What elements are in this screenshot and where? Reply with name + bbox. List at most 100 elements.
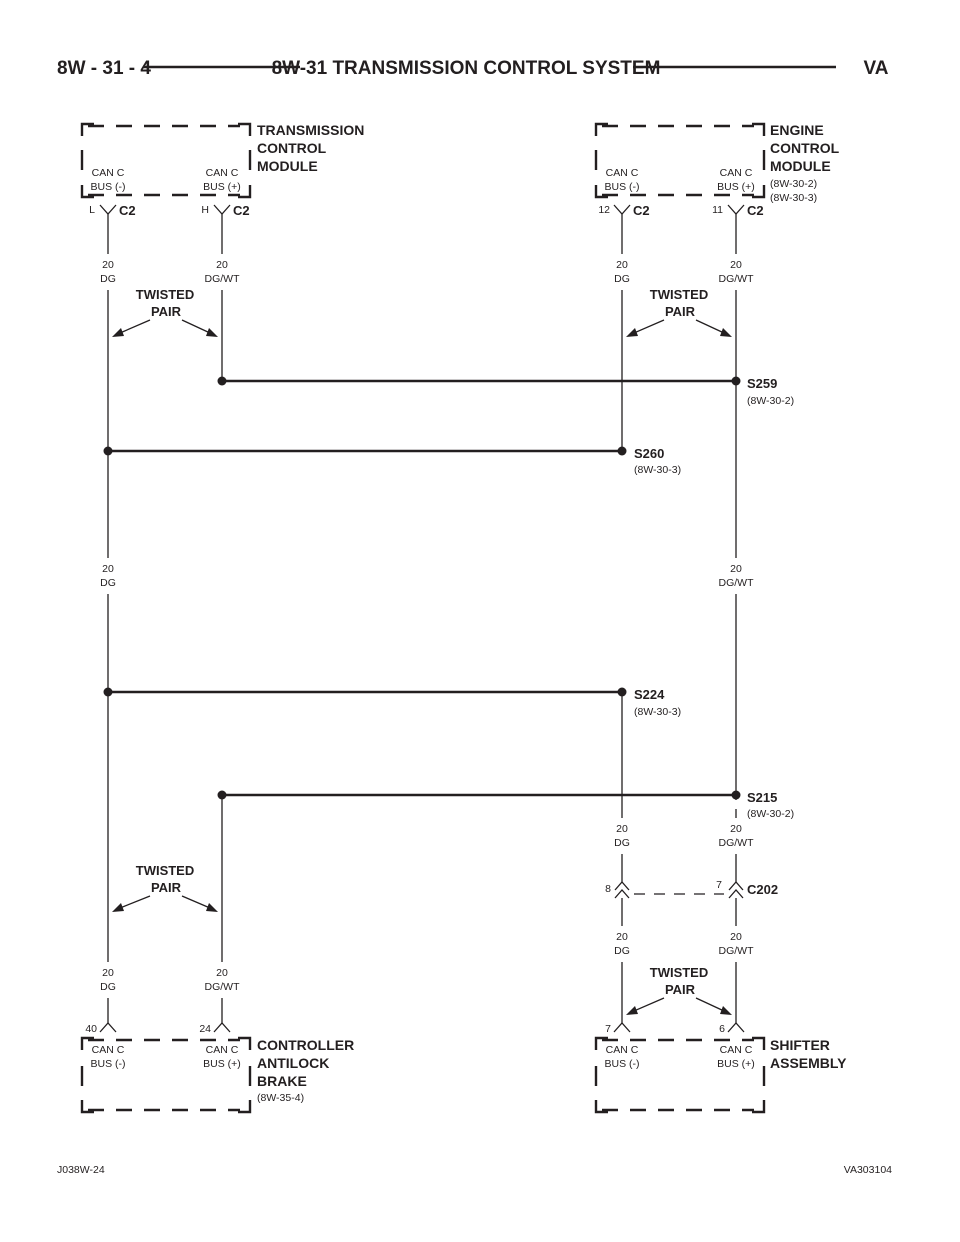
ecm-name-2: CONTROL bbox=[770, 140, 840, 156]
twisted-pair-cab-arrow-left-head bbox=[112, 903, 124, 912]
wire-label-c202-dn-dgwt-color: DG/WT bbox=[719, 945, 755, 957]
ecm-pin-neg-label-2: BUS (-) bbox=[605, 181, 640, 193]
tcm-connector-neg: C2 bbox=[119, 203, 136, 218]
ecm-pin-pos-label-1: CAN C bbox=[720, 167, 753, 179]
wire-label-cab-dg-gauge: 20 bbox=[102, 967, 114, 979]
splice-s215-id: S215 bbox=[747, 790, 777, 805]
splice-s224-id: S224 bbox=[634, 687, 665, 702]
ecm-connector-neg: C2 bbox=[633, 203, 650, 218]
cab-box-corner-tl bbox=[80, 1036, 94, 1050]
ecm-name-1: ENGINE bbox=[770, 122, 824, 138]
wire-label-cab-dgwt-gauge: 20 bbox=[216, 967, 228, 979]
cab-pin-neg-label-1: CAN C bbox=[92, 1044, 125, 1056]
splice-s224-dot-left bbox=[103, 687, 113, 697]
wire-labels: 20 DG 20 DG/WT 20 DG 20 DG/WT 20 DG 20 D… bbox=[100, 259, 754, 993]
cab-ref-1: (8W-35-4) bbox=[257, 1092, 304, 1104]
twisted-pair-shifter-arrow-left-head bbox=[626, 1006, 638, 1015]
tcm-pin-pos-label-1: CAN C bbox=[206, 167, 239, 179]
cab-pin-pos-label-1: CAN C bbox=[206, 1044, 239, 1056]
wire-label-c202-dn-dg-color: DG bbox=[614, 945, 630, 957]
shifter-box-corner-tr bbox=[752, 1036, 766, 1050]
cab-pin-pos-label-2: BUS (+) bbox=[203, 1058, 241, 1070]
splice-s215-dot-right bbox=[731, 790, 741, 800]
ecm-pin-neg: 12 bbox=[598, 204, 610, 216]
twisted-pair-tcm-arrow-left-line bbox=[119, 319, 151, 334]
splice-s259-ref: (8W-30-2) bbox=[747, 395, 794, 407]
tcm-name-2: CONTROL bbox=[257, 140, 327, 156]
twisted-pair-ecm-arrow-left-head bbox=[626, 328, 638, 337]
cab-pin-pos-connector bbox=[213, 1022, 231, 1033]
cab-name-1: CONTROLLER bbox=[257, 1037, 354, 1053]
twisted-pair-shifter-arrow-left-line bbox=[633, 997, 665, 1012]
twisted-pair-tcm-arrow-right-head bbox=[206, 328, 218, 337]
wire-label-cab-dgwt-color: DG/WT bbox=[205, 981, 241, 993]
wire-label-c202-dn-dg-gauge: 20 bbox=[616, 931, 628, 943]
twisted-pair-cab-label-1: TWISTED bbox=[136, 863, 195, 878]
wire-label-mid-dg-color: DG bbox=[100, 577, 116, 589]
ecm-pin-pos-label-2: BUS (+) bbox=[717, 181, 755, 193]
ecm-box-corner-bl bbox=[594, 185, 608, 199]
cab-pin-neg-connector bbox=[99, 1022, 117, 1033]
twisted-pair-ecm-arrow-right-line bbox=[695, 319, 725, 334]
cab-pin-neg: 40 bbox=[85, 1023, 97, 1035]
tcm-box-corner-tr bbox=[238, 122, 252, 136]
shifter-pin-neg: 7 bbox=[605, 1023, 611, 1035]
twisted-pair-shifter-label-1: TWISTED bbox=[650, 965, 709, 980]
wire-label-tcm-dgwt-gauge: 20 bbox=[216, 259, 228, 271]
page-header: 8W - 31 - 4 8W-31 TRANSMISSION CONTROL S… bbox=[57, 58, 889, 79]
tcm-box-corner-tl bbox=[80, 122, 94, 136]
wire-label-ecm-dgwt-color: DG/WT bbox=[719, 273, 755, 285]
wire-label-tcm-dgwt-color: DG/WT bbox=[205, 273, 241, 285]
shifter-box-corner-tl bbox=[594, 1036, 608, 1050]
splice-s260-dot-left bbox=[103, 446, 113, 456]
splice-s224-ref: (8W-30-3) bbox=[634, 706, 681, 718]
wire-label-ecm-dg-color: DG bbox=[614, 273, 630, 285]
c202-dg-symbol bbox=[614, 881, 630, 899]
tcm-pin-neg-connector bbox=[99, 204, 117, 215]
shifter-pin-pos-label-1: CAN C bbox=[720, 1044, 753, 1056]
wire-label-mid-dgwt-color: DG/WT bbox=[719, 577, 755, 589]
shifter-assembly: 7 6 CAN C BUS (-) CAN C BUS (+) SHIFTER … bbox=[594, 1022, 847, 1114]
c202-pin-dg: 8 bbox=[605, 883, 611, 895]
twisted-pair-tcm-arrow-left-head bbox=[112, 328, 124, 337]
ecm-box-corner-br bbox=[752, 185, 766, 199]
ecm-box-corner-tl bbox=[594, 122, 608, 136]
splice-s259-dot-left bbox=[217, 376, 227, 386]
c202-id: C202 bbox=[747, 882, 778, 897]
splice-s260-ref: (8W-30-3) bbox=[634, 464, 681, 476]
twisted-pair-shifter-arrow-right-head bbox=[720, 1006, 732, 1015]
cab-pin-neg-label-2: BUS (-) bbox=[91, 1058, 126, 1070]
ecm-box-corner-tr bbox=[752, 122, 766, 136]
splice-s215-dot-left bbox=[217, 790, 227, 800]
tcm-pin-pos: H bbox=[201, 204, 209, 216]
tcm-pin-pos-label-2: BUS (+) bbox=[203, 181, 241, 193]
controller-antilock-brake: 40 24 CAN C BUS (-) CAN C BUS (+) CONTRO… bbox=[80, 1022, 354, 1114]
twisted-pair-shifter-label-2: PAIR bbox=[665, 982, 696, 997]
ecm-pin-pos-connector bbox=[727, 204, 745, 215]
wire-label-ecm-dgwt-gauge: 20 bbox=[730, 259, 742, 271]
ecm-pin-neg-connector bbox=[613, 204, 631, 215]
cab-name-2: ANTILOCK bbox=[257, 1055, 329, 1071]
shifter-pin-neg-label-1: CAN C bbox=[606, 1044, 639, 1056]
transmission-control-module: TRANSMISSION CONTROL MODULE CAN C BUS (-… bbox=[80, 122, 364, 218]
splice-s260-dot-right bbox=[617, 446, 627, 456]
shifter-pin-pos-connector bbox=[727, 1022, 745, 1033]
splice-s224-dot-right bbox=[617, 687, 627, 697]
shifter-pin-pos-label-2: BUS (+) bbox=[717, 1058, 755, 1070]
twisted-pair-tcm-arrow-right-line bbox=[181, 319, 211, 334]
shifter-name-2: ASSEMBLY bbox=[770, 1055, 847, 1071]
tcm-box-corner-br bbox=[238, 185, 252, 199]
c202-pin-dgwt: 7 bbox=[716, 879, 722, 891]
page-footer: J038W-24 VA303104 bbox=[57, 1164, 892, 1176]
connector-c202: 8 7 C202 bbox=[605, 879, 778, 899]
splice-s259-id: S259 bbox=[747, 376, 777, 391]
ecm-ref-2: (8W-30-3) bbox=[770, 192, 817, 204]
ecm-ref-1: (8W-30-2) bbox=[770, 178, 817, 190]
twisted-pair-ecm-label-2: PAIR bbox=[665, 304, 696, 319]
twisted-pair-tcm: TWISTED PAIR bbox=[112, 287, 218, 337]
ecm-connector-pos: C2 bbox=[747, 203, 764, 218]
twisted-pair-cab-arrow-right-head bbox=[206, 903, 218, 912]
wire-label-cab-dg-color: DG bbox=[100, 981, 116, 993]
tcm-pin-pos-connector bbox=[213, 204, 231, 215]
